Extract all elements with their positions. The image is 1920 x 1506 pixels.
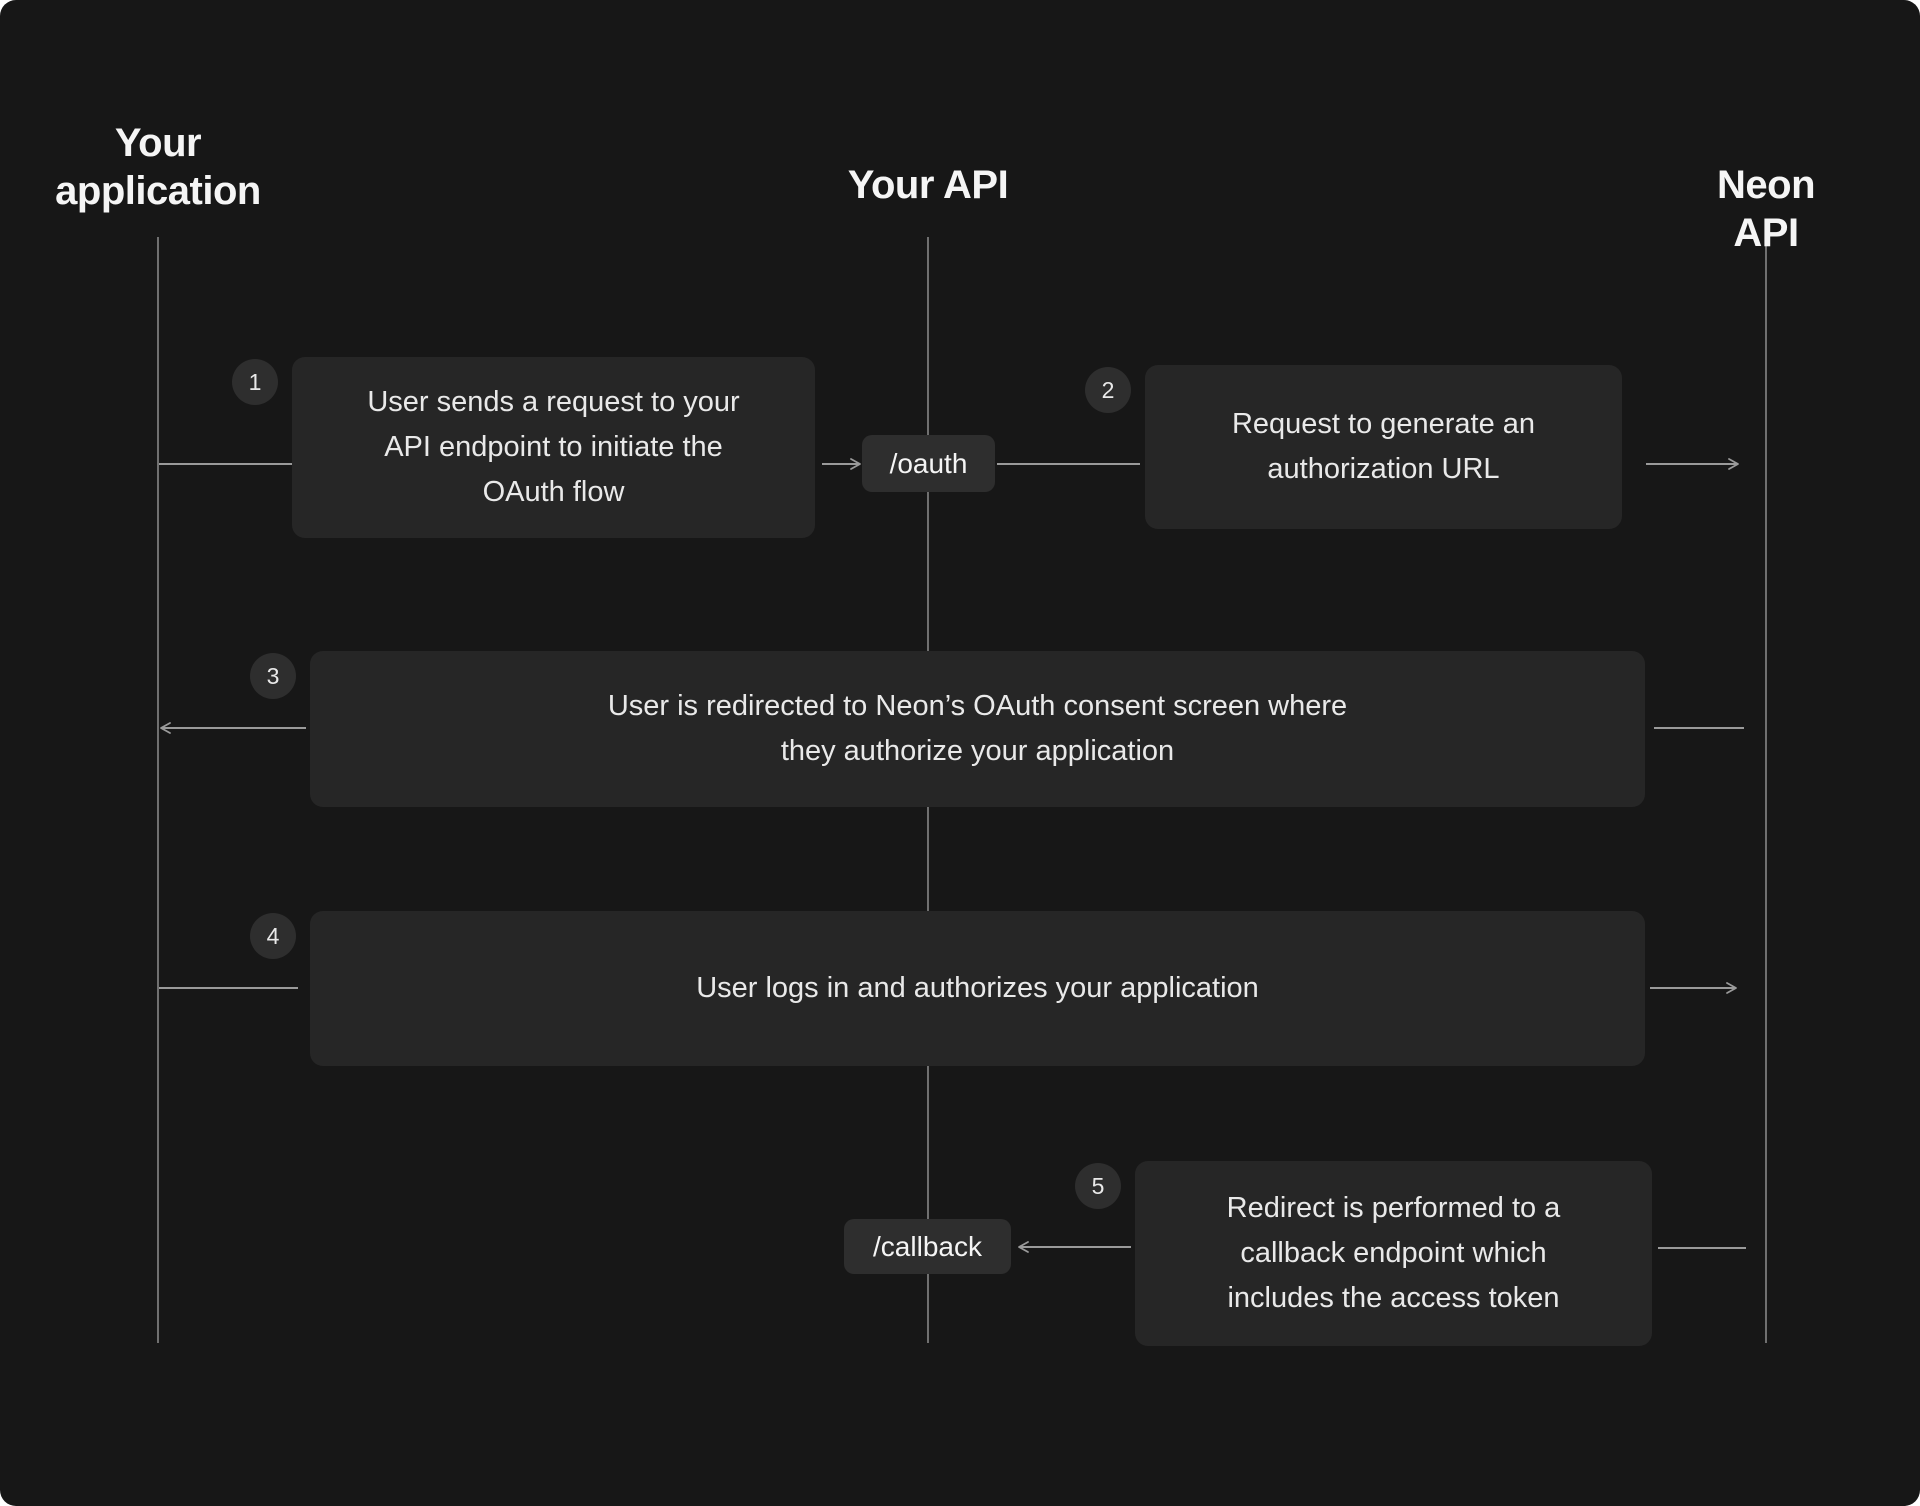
step1-text: User sends a request to your API endpoin… bbox=[367, 386, 740, 508]
step1-message-box: 1 User sends a request to your API endpo… bbox=[232, 357, 815, 538]
callback-endpoint-chip: /callback bbox=[844, 1219, 1011, 1274]
step3-message-box: 3 User is redirected to Neon’s OAuth con… bbox=[250, 651, 1645, 807]
step1-badge: 1 bbox=[232, 359, 278, 405]
step5-badge: 5 bbox=[1075, 1163, 1121, 1209]
oauth-endpoint-chip: /oauth bbox=[862, 435, 995, 492]
step5-text: Redirect is performed to a callback endp… bbox=[1226, 1192, 1561, 1314]
step5-message-box: 5 Redirect is performed to a callback en… bbox=[1075, 1161, 1652, 1346]
lane-your-api: Your API bbox=[847, 163, 1009, 207]
lane-neon-api: Neon API bbox=[1717, 163, 1816, 255]
lane-your-application: Your application bbox=[55, 121, 261, 213]
step4-text: User logs in and authorizes your applica… bbox=[696, 972, 1259, 1004]
step2-badge: 2 bbox=[1085, 367, 1131, 413]
step3-text: User is redirected to Neon’s OAuth conse… bbox=[607, 690, 1348, 767]
step4-message-box: 4 User logs in and authorizes your appli… bbox=[250, 911, 1645, 1066]
step3-badge: 3 bbox=[250, 653, 296, 699]
step4-badge: 4 bbox=[250, 913, 296, 959]
step2-message-box: 2 Request to generate an authorization U… bbox=[1085, 365, 1622, 529]
step2-text: Request to generate an authorization URL bbox=[1231, 408, 1536, 485]
